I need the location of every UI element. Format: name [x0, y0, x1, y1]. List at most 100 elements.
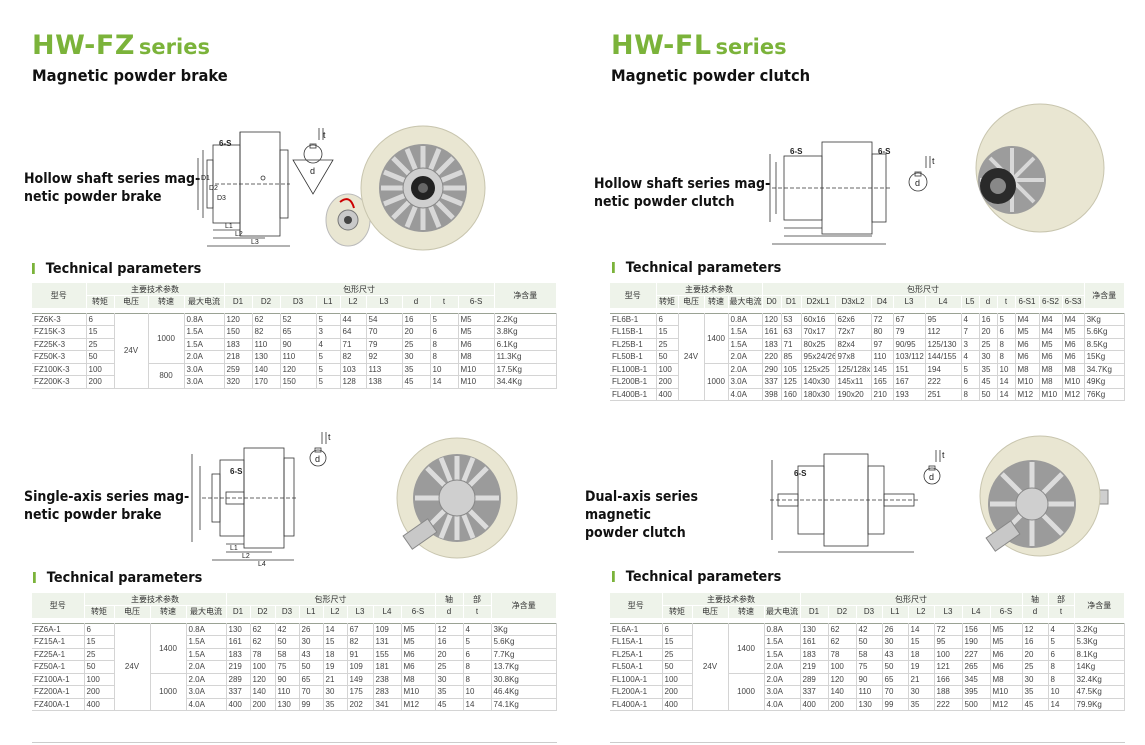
col-header: 转矩: [86, 295, 115, 309]
fl-hollow-draw-t: t: [932, 156, 935, 166]
col-header: D3: [280, 295, 317, 309]
col-header: t: [1048, 605, 1075, 619]
col-header: d: [1022, 605, 1049, 619]
cell: 183: [226, 648, 251, 661]
cell-weight: 13.7Kg: [491, 660, 557, 674]
cell-model: FL50B-1: [610, 350, 657, 364]
cell: 125: [781, 375, 802, 389]
cell: 200: [250, 698, 276, 711]
cell: 15: [323, 635, 348, 649]
cell: 16: [1022, 635, 1049, 649]
cell: M6: [1062, 338, 1085, 351]
cell: 218: [224, 350, 253, 364]
cell: 105: [781, 363, 802, 376]
cell: M8: [990, 673, 1023, 686]
col-header: 最大电流: [184, 295, 225, 309]
cell: 1.5A: [184, 338, 225, 351]
cell: 138: [366, 375, 403, 389]
fz-hollow-draw-6s: 6-S: [219, 139, 232, 148]
cell-model: FZ25K-3: [32, 338, 87, 351]
cell: 90/95: [893, 338, 926, 351]
cell-model: FL100B-1: [610, 363, 657, 376]
col-header: D1: [224, 295, 253, 309]
cell: 62: [250, 635, 276, 649]
cell: M5: [401, 635, 436, 649]
fz-single-table: 型号 主要技术参数 包形尺寸 轴 部 净含量 转矩 电压 转速 最大电流 D1 …: [32, 593, 557, 711]
cell: 121: [934, 660, 963, 674]
col-dim: 包形尺寸: [800, 593, 1023, 606]
fl-dual-desc: Dual-axis series magnetic powder clutch: [585, 488, 765, 542]
cell: 19: [908, 660, 935, 674]
col-header: L1: [882, 605, 909, 619]
cell: 8: [997, 338, 1016, 351]
fl-hollow-draw-6s2: 6-S: [878, 147, 891, 156]
cell: 90: [275, 673, 300, 686]
cell: 62: [828, 635, 857, 649]
col-header: D4: [871, 295, 894, 309]
col-header: t: [997, 295, 1016, 309]
col-header: 转速: [728, 605, 765, 619]
cell: 35: [979, 363, 998, 376]
cell: 8: [463, 673, 492, 686]
fz-single-draw-d: d: [315, 454, 320, 464]
cell-model: FL6B-1: [610, 312, 657, 326]
col-header: L2: [323, 605, 348, 619]
cell: 110: [856, 685, 883, 699]
cell: 130: [226, 622, 251, 636]
cell: 400: [656, 388, 679, 401]
cell: 200: [656, 375, 679, 389]
col-group: 主要技术参数: [86, 283, 225, 296]
cell: 219: [226, 660, 251, 674]
cell: 110: [275, 685, 300, 699]
cell: 25: [662, 648, 693, 661]
cell: 20: [979, 325, 998, 339]
fl-dual-photo: [979, 435, 1109, 557]
cell: 283: [373, 685, 402, 699]
cell: 16: [979, 312, 998, 326]
cell: 170: [252, 375, 281, 389]
cell: M8: [1015, 363, 1040, 376]
cell: M5: [1062, 325, 1085, 339]
cell-weight: 17.5Kg: [494, 363, 558, 376]
cell: 20: [435, 648, 464, 661]
cell: 4: [961, 312, 980, 326]
cell: 15: [656, 325, 679, 339]
cell: 100: [934, 648, 963, 661]
cell: 200: [828, 698, 857, 711]
cell-voltage: 24V: [692, 622, 729, 711]
cell: 161: [762, 325, 782, 339]
col-model: 型号: [610, 593, 663, 619]
cell: 120: [762, 312, 782, 326]
cell: 43: [299, 648, 324, 661]
cell: 10: [997, 363, 1016, 376]
cell: 5: [430, 312, 459, 326]
cell: 345: [962, 673, 991, 686]
col-weight: 净含量: [494, 283, 558, 309]
cell: 8: [997, 350, 1016, 364]
cell: 14: [463, 698, 492, 711]
cell: 6: [463, 648, 492, 661]
cell: 35: [323, 698, 348, 711]
cell: 58: [275, 648, 300, 661]
cell: 219: [800, 660, 829, 674]
cell: M10: [1062, 375, 1085, 389]
cell: 2.0A: [186, 660, 227, 674]
cell: 125x25: [801, 363, 836, 376]
cell: 79: [893, 325, 926, 339]
cell-weight: 5.6Kg: [491, 635, 557, 649]
cell: 110: [252, 338, 281, 351]
cell: 12: [1022, 622, 1049, 636]
col-header: D3: [856, 605, 883, 619]
cell: 25: [435, 660, 464, 674]
cell: 6: [84, 622, 115, 636]
col-header: 最大电流: [764, 605, 801, 619]
table-row: FZ25K-3 25 1.5A 183 110 90 4 71 79 25 8 …: [32, 338, 558, 351]
cell: 21: [908, 673, 935, 686]
col-header: L4: [925, 295, 962, 309]
col-model: 型号: [32, 283, 87, 309]
cell: 10: [463, 685, 492, 699]
